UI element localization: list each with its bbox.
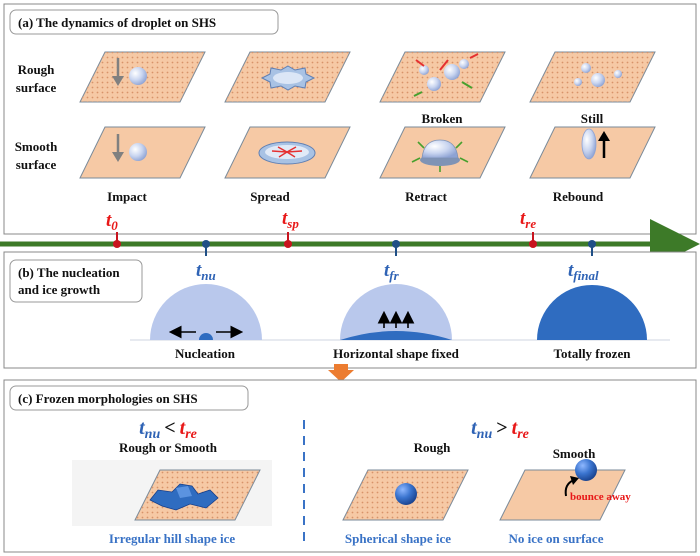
retract-arrows bbox=[411, 141, 469, 172]
label-broken: Broken bbox=[422, 111, 464, 126]
condition-left: tnu<tre bbox=[139, 417, 197, 442]
panel-a-frame bbox=[3, 3, 697, 235]
droplet-impact-smooth bbox=[129, 143, 147, 161]
growth-arrows bbox=[377, 310, 415, 328]
still-droplet-1 bbox=[581, 63, 591, 73]
droplet-rebound bbox=[581, 128, 597, 160]
label-nucleation: Nucleation bbox=[175, 346, 236, 361]
label-rebound: Rebound bbox=[553, 189, 604, 204]
caption-irregular-ice: Irregular hill shape ice bbox=[109, 531, 235, 546]
label-totally-frozen: Totally frozen bbox=[554, 346, 632, 361]
broken-arrow-red-3 bbox=[439, 59, 449, 71]
marker-t0 bbox=[113, 240, 121, 248]
still-droplet-3 bbox=[614, 70, 622, 78]
row-label-smooth-2: surface bbox=[16, 157, 57, 172]
dome-totally-frozen bbox=[537, 285, 647, 340]
label-tfinal: tfinal bbox=[568, 260, 599, 283]
broken-droplet-1 bbox=[427, 77, 441, 91]
broken-arrow-red-1 bbox=[415, 59, 425, 67]
left-subtitle: Rough or Smooth bbox=[119, 440, 218, 455]
marker-tsp bbox=[284, 240, 292, 248]
caption-spherical-ice: Spherical shape ice bbox=[345, 531, 451, 546]
right-subtitle-rough: Rough bbox=[414, 440, 452, 455]
irregular-ice-highlight bbox=[176, 486, 192, 498]
panel-a-title: (a) The dynamics of droplet on SHS bbox=[18, 15, 216, 30]
broken-droplet-3 bbox=[459, 59, 469, 69]
bounce-arrowhead bbox=[570, 476, 579, 485]
label-t0: t0 bbox=[106, 210, 118, 233]
ice-layer bbox=[340, 331, 452, 340]
label-tsp: tsp bbox=[282, 208, 299, 231]
bounce-label: bounce away bbox=[570, 491, 631, 503]
bounced-droplet bbox=[575, 459, 597, 481]
panel-a-title-box bbox=[9, 9, 279, 35]
panel-b-title-2: and ice growth bbox=[18, 282, 101, 297]
label-spread: Spread bbox=[250, 189, 290, 204]
still-droplet-4 bbox=[574, 78, 582, 86]
label-still: Still bbox=[581, 111, 604, 126]
marker-tnu bbox=[202, 240, 210, 248]
broken-droplet-4 bbox=[419, 65, 429, 75]
panel-b-title-1: (b) The nucleation bbox=[18, 265, 120, 280]
spherical-ice bbox=[395, 483, 417, 505]
label-tfr: tfr bbox=[384, 260, 400, 283]
label-tnu: tnu bbox=[196, 260, 216, 283]
row-label-smooth-1: Smooth bbox=[15, 139, 58, 154]
ice-nucleus bbox=[199, 333, 213, 340]
right-subtitle-smooth: Smooth bbox=[553, 446, 596, 461]
marker-tre bbox=[529, 240, 537, 248]
label-impact: Impact bbox=[107, 189, 147, 204]
panel-c-title-box bbox=[9, 385, 249, 411]
label-tre: tre bbox=[520, 208, 536, 231]
condition-right: tnu>tre bbox=[471, 417, 529, 442]
marker-tfinal bbox=[588, 240, 596, 248]
spread-arrows bbox=[271, 146, 303, 158]
broken-droplet-2 bbox=[444, 64, 460, 80]
droplet-impact-rough bbox=[129, 67, 147, 85]
impact-arrowhead-smooth bbox=[112, 152, 124, 162]
label-retract: Retract bbox=[405, 189, 448, 204]
droplet-spread-rough-center bbox=[273, 72, 303, 84]
row-label-rough-1: Rough bbox=[18, 62, 56, 77]
rebound-arrowhead bbox=[598, 131, 610, 141]
row-label-rough-2: surface bbox=[16, 80, 57, 95]
caption-no-ice: No ice on surface bbox=[509, 531, 604, 546]
broken-arrow-red-2 bbox=[469, 53, 479, 59]
panel-transition-arrow-stem bbox=[334, 364, 348, 371]
rough-surface-3-texture bbox=[380, 52, 505, 102]
panel-b-title-box bbox=[9, 259, 143, 303]
still-droplet-2 bbox=[591, 73, 605, 87]
label-horizontal-fixed: Horizontal shape fixed bbox=[333, 346, 459, 361]
impact-arrowhead-rough bbox=[112, 76, 124, 86]
broken-arrow-green-2 bbox=[413, 91, 423, 97]
droplet-retract bbox=[421, 139, 459, 159]
marker-tfr bbox=[392, 240, 400, 248]
panel-c-title: (c) Frozen morphologies on SHS bbox=[18, 391, 198, 406]
panel-transition-arrow bbox=[328, 370, 354, 382]
broken-arrow-green-1 bbox=[461, 81, 473, 89]
